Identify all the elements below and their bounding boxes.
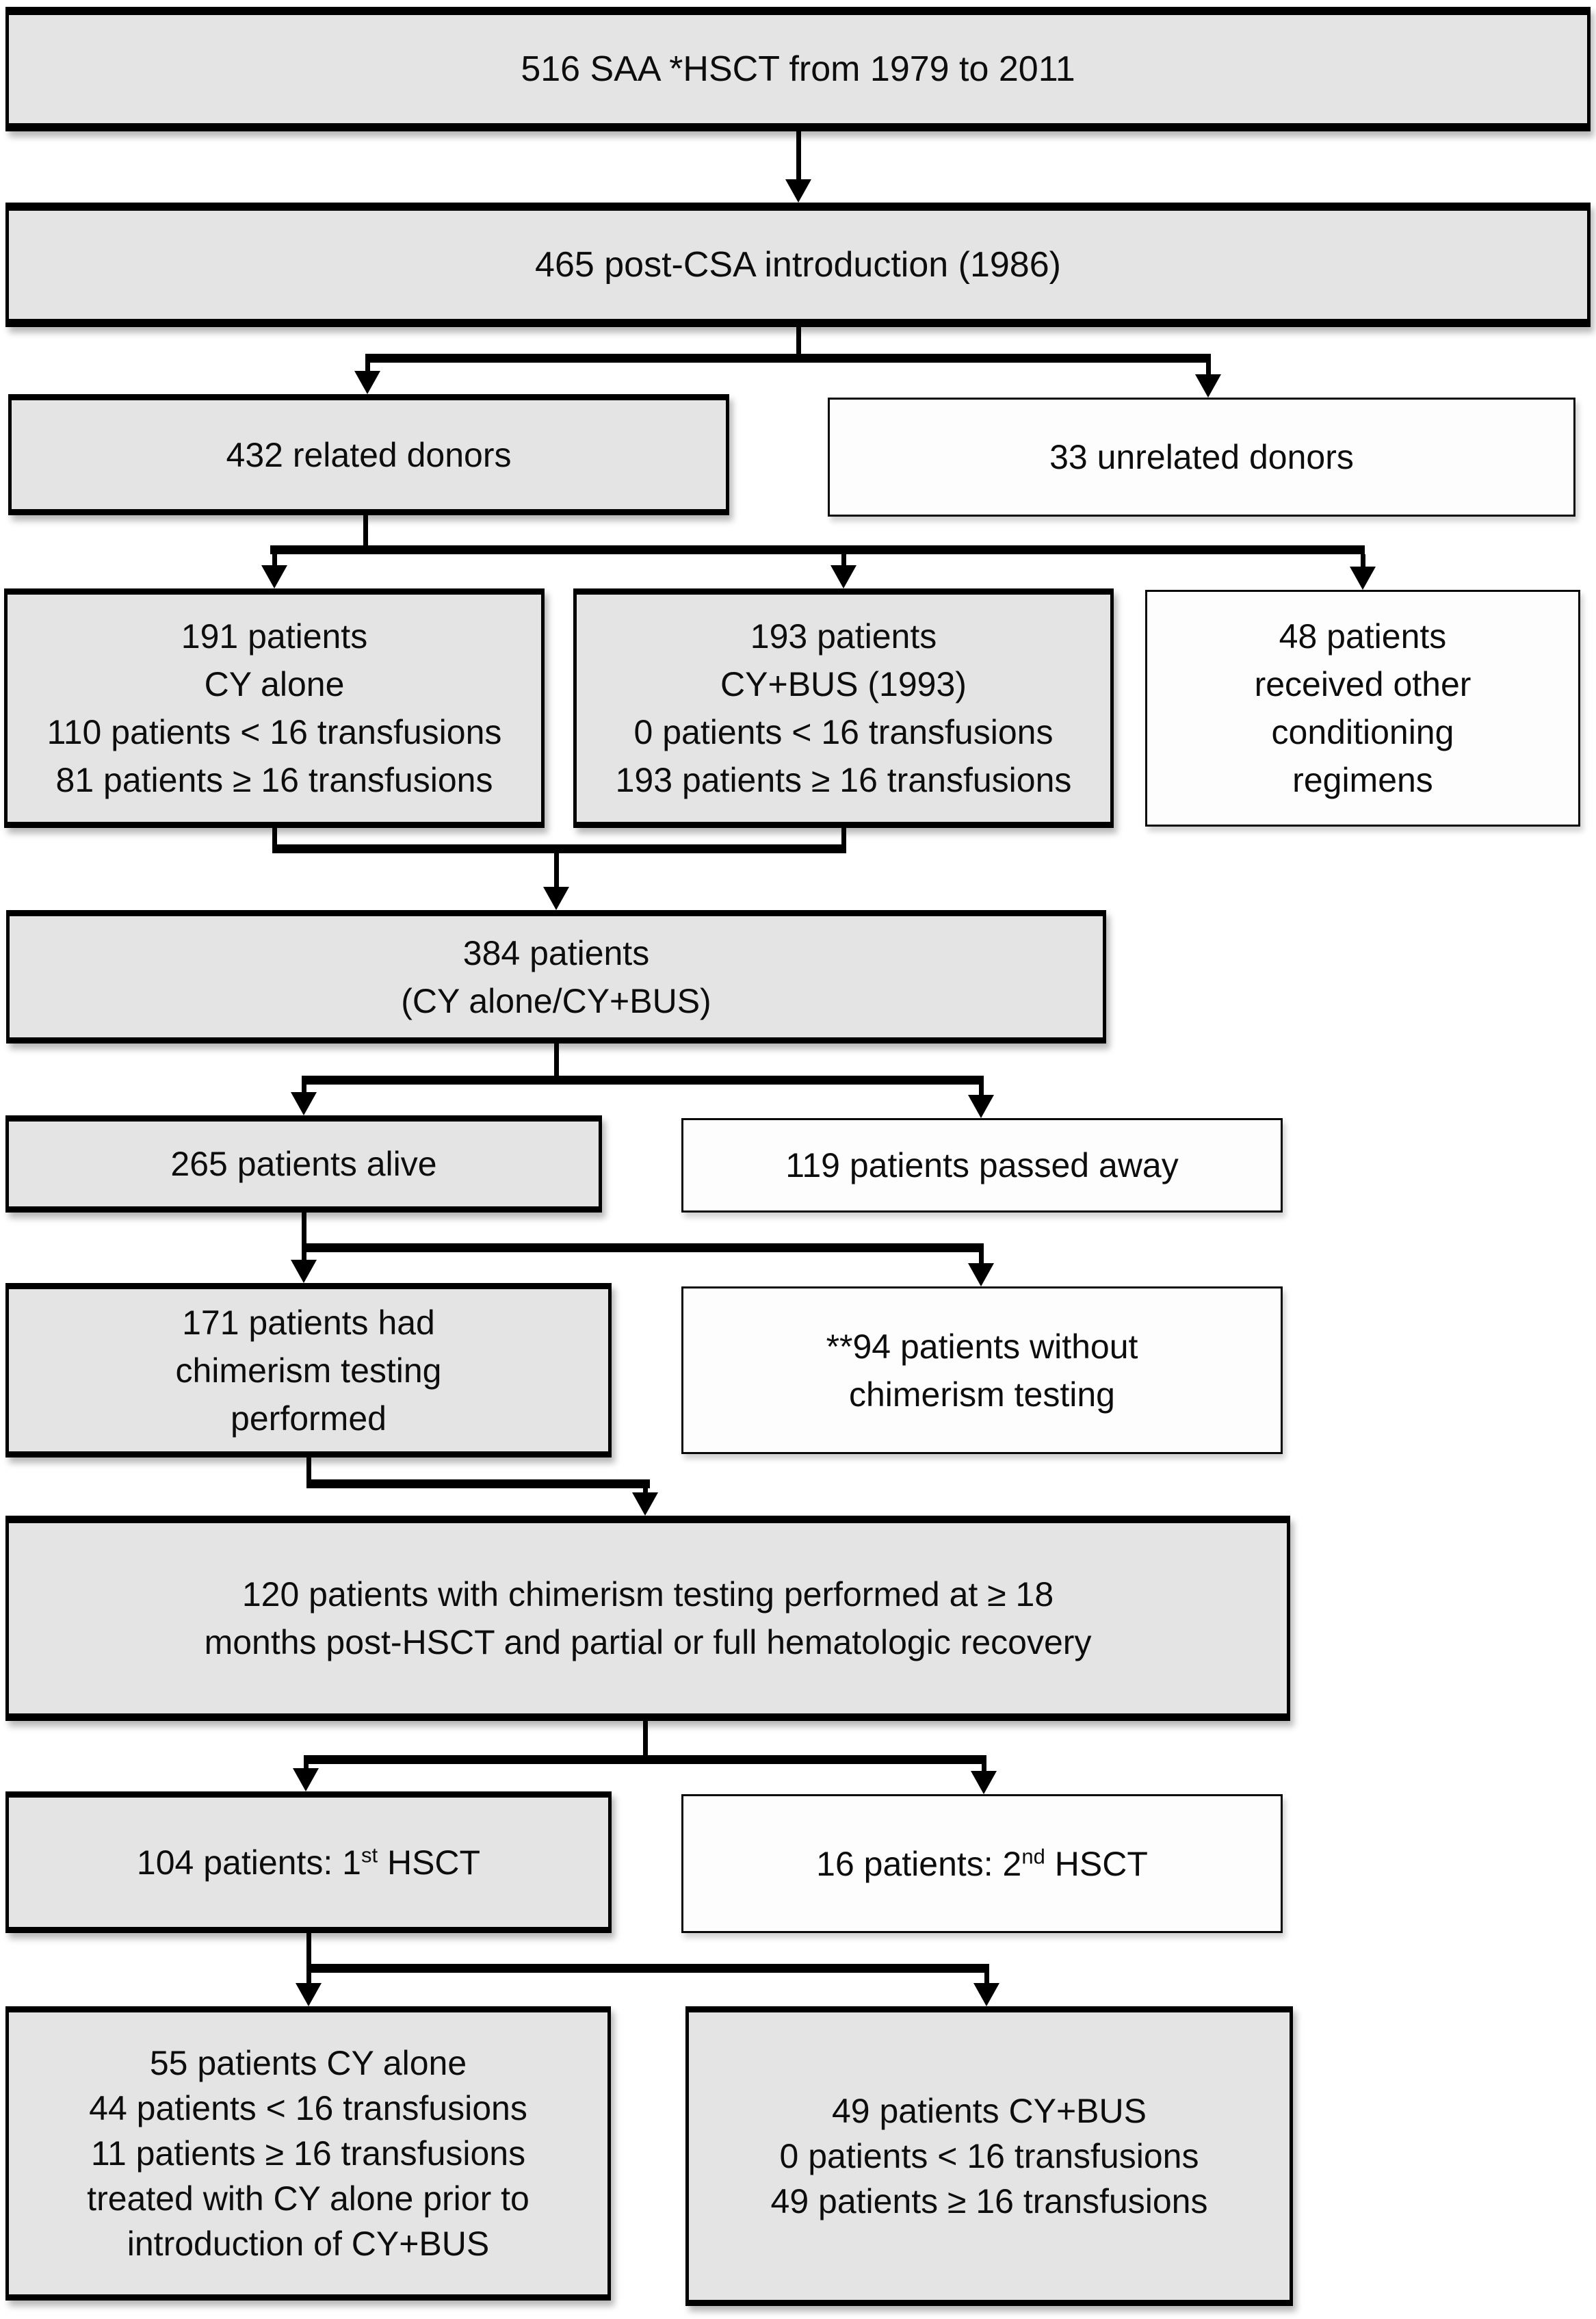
box-119-passed-away-text: 119 patients passed away: [785, 1146, 1179, 1184]
connector-line: [365, 363, 370, 375]
connector-line: [643, 1721, 648, 1757]
box-49-final-cy-bus-text: 49 patients CY+BUS 0 patients < 16 trans…: [770, 2092, 1208, 2220]
box-171-chimerism-performed-text: 171 patients had chimerism testing perfo…: [175, 1303, 442, 1438]
arrow-down-icon: [830, 565, 856, 588]
box-265-alive: 265 patients alive: [5, 1115, 602, 1213]
arrow-down-icon: [1195, 374, 1221, 398]
connector-bar: [302, 1243, 984, 1252]
connector-line: [306, 1973, 311, 1984]
connector-line: [306, 1933, 311, 1966]
box-33-unrelated-donors: 33 unrelated donors: [828, 398, 1575, 517]
box-120-chimerism-18months: 120 patients with chimerism testing perf…: [5, 1516, 1290, 1721]
connector-bar: [270, 545, 1365, 554]
box-55-final-cy-alone-text: 55 patients CY alone 44 patients < 16 tr…: [87, 2044, 529, 2263]
arrow-down-icon: [632, 1492, 658, 1516]
box-384-pooled-text: 384 patients (CY alone/CY+BUS): [401, 933, 711, 1020]
connector-line: [302, 1252, 306, 1262]
second-hsct-ordinal-sup: nd: [1021, 1843, 1045, 1868]
connector-line: [272, 554, 277, 568]
box-191-cy-alone: 191 patients CY alone 110 patients < 16 …: [4, 588, 545, 828]
connector-bar: [306, 1479, 650, 1488]
arrow-down-icon: [968, 1095, 994, 1118]
connector-line: [841, 828, 846, 853]
box-191-cy-alone-text: 191 patients CY alone 110 patients < 16 …: [47, 617, 502, 799]
box-193-cy-bus: 193 patients CY+BUS (1993) 0 patients < …: [573, 588, 1114, 828]
connector-bar: [306, 1964, 989, 1973]
connector-line: [984, 1973, 989, 1984]
box-516-saa-hsct: 516 SAA *HSCT from 1979 to 2011: [5, 7, 1591, 131]
box-48-other-conditioning: 48 patients received other conditioning …: [1145, 590, 1580, 827]
box-49-final-cy-bus: 49 patients CY+BUS 0 patients < 16 trans…: [685, 2006, 1293, 2306]
arrow-down-icon: [296, 1983, 322, 2006]
box-432-related-donors: 432 related donors: [8, 394, 729, 515]
arrow-down-icon: [973, 1983, 999, 2006]
box-265-alive-text: 265 patients alive: [170, 1145, 437, 1183]
box-193-cy-bus-text: 193 patients CY+BUS (1993) 0 patients < …: [615, 617, 1072, 799]
box-465-post-csa: 465 post-CSA introduction (1986): [5, 203, 1591, 327]
connector-line: [272, 828, 277, 853]
box-16-second-hsct: 16 patients: 2nd HSCT: [681, 1794, 1283, 1933]
arrow-down-icon: [354, 371, 380, 394]
box-171-chimerism-performed: 171 patients had chimerism testing perfo…: [5, 1283, 612, 1458]
connector-line: [982, 1764, 986, 1774]
connector-line: [302, 1213, 306, 1245]
connector-line: [302, 1085, 306, 1095]
box-432-related-donors-text: 432 related donors: [226, 435, 512, 474]
box-55-final-cy-alone: 55 patients CY alone 44 patients < 16 tr…: [5, 2006, 611, 2301]
arrow-down-icon: [1350, 567, 1376, 590]
arrow-down-icon: [291, 1092, 317, 1115]
arrow-down-icon: [261, 565, 287, 588]
connector-line: [554, 853, 559, 890]
connector-line: [796, 131, 801, 183]
arrow-down-icon: [543, 887, 569, 910]
connector-line: [554, 1044, 559, 1078]
arrow-down-icon: [291, 1260, 317, 1283]
first-hsct-ordinal-sup: st: [361, 1842, 378, 1867]
box-33-unrelated-donors-text: 33 unrelated donors: [1049, 438, 1354, 476]
box-119-passed-away: 119 patients passed away: [681, 1118, 1283, 1213]
arrow-down-icon: [785, 179, 811, 203]
connector-bar: [272, 844, 846, 853]
box-516-saa-hsct-text: 516 SAA *HSCT from 1979 to 2011: [521, 49, 1075, 89]
connector-line: [1206, 363, 1211, 378]
arrow-down-icon: [971, 1771, 997, 1794]
connector-line: [796, 327, 801, 358]
connector-line: [1361, 554, 1365, 569]
connector-line: [979, 1252, 984, 1266]
connector-line: [363, 515, 368, 548]
connector-bar: [365, 354, 1211, 363]
arrow-down-icon: [293, 1768, 319, 1791]
connector-bar: [304, 1755, 986, 1764]
box-104-first-hsct-text: 104 patients: 1st HSCT: [136, 1842, 481, 1882]
arrow-down-icon: [968, 1263, 994, 1286]
box-94-without-chimerism-text: **94 patients without chimerism testing: [826, 1327, 1138, 1414]
connector-line: [979, 1085, 984, 1098]
connector-bar: [302, 1076, 984, 1085]
box-16-second-hsct-text: 16 patients: 2nd HSCT: [816, 1843, 1148, 1883]
connector-line: [841, 554, 846, 568]
box-120-chimerism-18months-text: 120 patients with chimerism testing perf…: [204, 1575, 1092, 1661]
box-465-post-csa-text: 465 post-CSA introduction (1986): [535, 245, 1061, 285]
box-48-other-conditioning-text: 48 patients received other conditioning …: [1254, 617, 1471, 799]
connector-line: [306, 1458, 311, 1481]
box-94-without-chimerism: **94 patients without chimerism testing: [681, 1286, 1283, 1454]
box-104-first-hsct: 104 patients: 1st HSCT: [5, 1791, 612, 1933]
box-384-pooled: 384 patients (CY alone/CY+BUS): [6, 910, 1106, 1044]
connector-line: [304, 1764, 309, 1771]
connector-line: [643, 1488, 648, 1495]
